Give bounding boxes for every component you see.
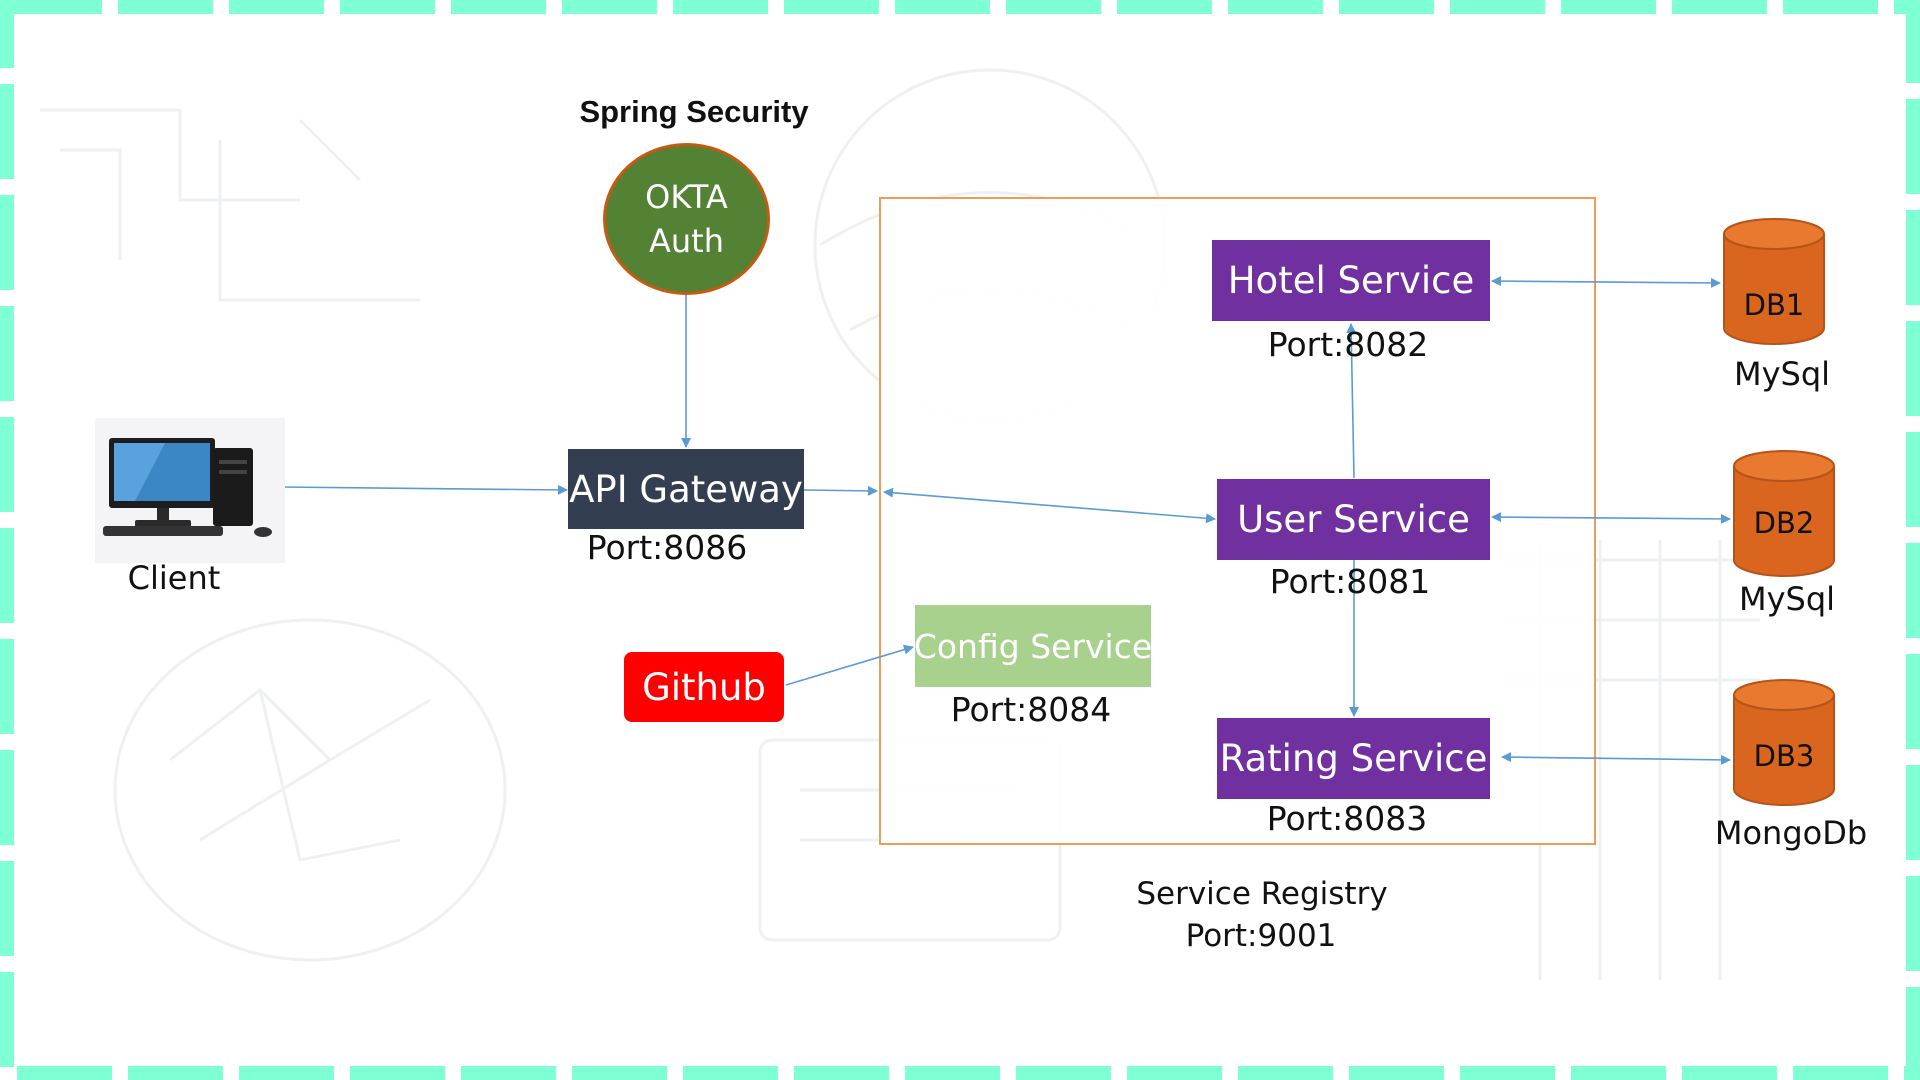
db2-type: MySql [1738, 580, 1836, 618]
hotel-service-label: Hotel Service [1227, 259, 1475, 302]
db3-name: DB3 [1753, 739, 1815, 773]
service-registry-label: Service Registry [1136, 876, 1388, 912]
database-icon [1733, 450, 1835, 577]
rating-service-port: Port:8083 [1266, 799, 1428, 838]
db1-type: MySql [1733, 355, 1831, 393]
config-service-port: Port:8084 [950, 690, 1112, 729]
user-service-port: Port:8081 [1269, 562, 1431, 601]
db2-cylinder: DB2 [1732, 450, 1836, 578]
okta-label: OKTA [645, 178, 728, 216]
user-service-label: User Service [1237, 498, 1470, 541]
db1-name: DB1 [1743, 288, 1805, 322]
config-service-label: Config Service [913, 626, 1153, 666]
spring-security-title: Spring Security [579, 94, 809, 129]
arrow-user-to-hotel [1346, 323, 1357, 479]
rating-service-box: Rating Service [1217, 718, 1490, 799]
arrow-user-db2 [1491, 512, 1731, 524]
auth-label: Auth [649, 222, 724, 260]
db3-cylinder: DB3 [1732, 679, 1836, 807]
api-gateway-label: API Gateway [569, 467, 803, 511]
arrow-rating-db3 [1501, 752, 1731, 765]
config-service-box: Config Service [913, 605, 1153, 687]
database-icon [1723, 218, 1825, 345]
hotel-service-box: Hotel Service [1212, 240, 1490, 321]
rating-service-label: Rating Service [1219, 737, 1488, 780]
arrow-client-to-gateway [279, 484, 568, 495]
arrow-hotel-db1 [1491, 276, 1721, 288]
arrow-github-to-config [785, 644, 914, 686]
db2-name: DB2 [1753, 506, 1815, 540]
client-computer-icon [95, 418, 285, 563]
github-box: Github [624, 652, 784, 722]
db3-type: MongoDb [1714, 814, 1868, 852]
api-gateway-port: Port:8086 [586, 528, 748, 567]
user-service-box: User Service [1217, 479, 1490, 560]
okta-auth-node: OKTA Auth [603, 143, 770, 295]
service-registry-port: Port:9001 [1185, 918, 1337, 954]
github-label: Github [642, 665, 766, 709]
api-gateway-box: API Gateway [568, 449, 804, 529]
arrow-gateway-to-registry [803, 485, 878, 496]
arrow-registry-user [883, 487, 1216, 524]
client-label: Client [127, 559, 221, 597]
hotel-service-port: Port:8082 [1267, 325, 1429, 364]
db1-cylinder: DB1 [1722, 218, 1826, 346]
database-icon [1733, 679, 1835, 806]
